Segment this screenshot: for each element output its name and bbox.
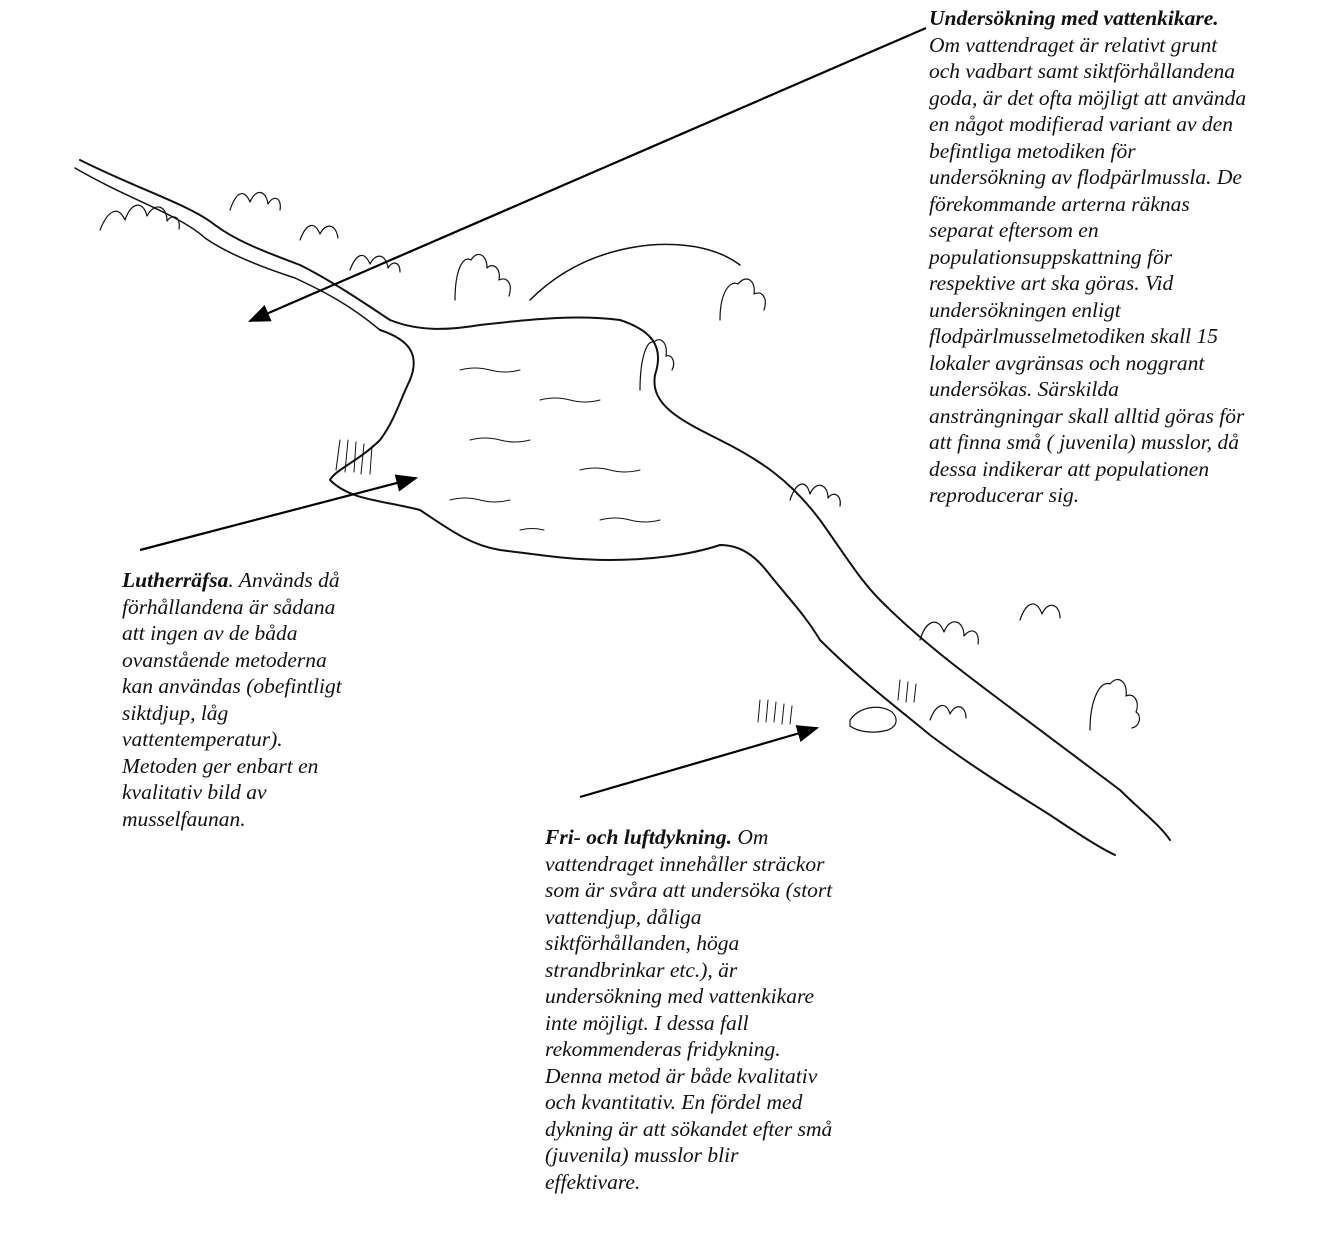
text-line: att finna små ( juvenila) musslor, då [929, 429, 1321, 456]
text-line: Om vattendraget är relativt grunt [929, 32, 1321, 59]
arrow-top-pointer [250, 28, 926, 321]
rock-sketch [850, 707, 896, 732]
bush-sketch [930, 705, 966, 720]
callout-dykning: Fri- och luftdykning. Om vattendraget in… [545, 824, 790, 1195]
text-line: undersökas. Särskilda [929, 376, 1321, 403]
callout-vattenkikare-heading: Undersökning med vattenkikare. [929, 5, 1321, 32]
text-line: en något modifierad variant av den [929, 111, 1321, 138]
text-line: Lutherräfsa. Används då [122, 567, 322, 594]
text-line: Metoden ger enbart en [122, 753, 322, 780]
text-line: att ingen av de båda [122, 620, 322, 647]
text-line: inte möjligt. I dessa fall [545, 1010, 790, 1037]
water-ripple [520, 529, 544, 531]
text-line: förekommande arterna räknas [929, 191, 1321, 218]
bush-sketch [1020, 604, 1060, 620]
water-ripple [580, 468, 640, 472]
water-ripple [450, 498, 510, 502]
callout-lutherrafsa-heading: Lutherräfsa [122, 568, 228, 592]
text-line: dykning är att sökandet efter små [545, 1116, 790, 1143]
bush-sketch [230, 192, 280, 210]
text-line: respektive art ska göras. Vid [929, 270, 1321, 297]
text-line: förhållandena är sådana [122, 594, 322, 621]
text-line: ovanstående metoderna [122, 647, 322, 674]
pool-outline-left [330, 330, 820, 640]
callout-dykning-body: Fri- och luftdykning. Om vattendraget in… [545, 824, 790, 1195]
grass-hatching [758, 700, 792, 724]
text-line: effektivare. [545, 1169, 790, 1196]
text-line-rest: . Används då [228, 568, 339, 592]
text-line: flodpärlmusselmetodiken skall 15 [929, 323, 1321, 350]
text-line: som är svåra att undersöka (stort [545, 877, 790, 904]
bush-sketch [100, 205, 179, 230]
lower-stream-bank-2 [820, 640, 1115, 855]
water-ripple [460, 368, 520, 372]
tree-sketch [455, 254, 510, 300]
background-hill [530, 244, 740, 300]
text-line: vattendjup, dåliga [545, 904, 790, 931]
text-line: siktdjup, låg [122, 700, 322, 727]
callout-vattenkikare-body: Om vattendraget är relativt grunt och va… [929, 32, 1321, 509]
text-line: strandbrinkar etc.), är [545, 957, 790, 984]
text-line: befintliga metodiken för [929, 138, 1321, 165]
tree-sketch [720, 279, 765, 320]
text-line: kvalitativ bild av [122, 779, 322, 806]
text-line: separat eftersom en [929, 217, 1321, 244]
text-line: och vadbart samt siktförhållandena [929, 58, 1321, 85]
arrow-left-pointer [140, 478, 416, 550]
text-line: populationsuppskattning för [929, 244, 1321, 271]
text-line: vattentemperatur). [122, 726, 322, 753]
text-line: undersökning av flodpärlmussla. De [929, 164, 1321, 191]
text-line: undersökning med vattenkikare [545, 983, 790, 1010]
text-line: rekommenderas fridykning. [545, 1036, 790, 1063]
bush-sketch [350, 255, 400, 272]
text-line: reproducerar sig. [929, 482, 1321, 509]
bush-sketch [920, 622, 978, 644]
water-ripple [540, 398, 600, 402]
text-line: siktförhållanden, höga [545, 930, 790, 957]
upper-stream-bank [80, 160, 480, 329]
text-line: ansträngningar skall alltid göras för [929, 403, 1321, 430]
text-line: dessa indikerar att populationen [929, 456, 1321, 483]
callout-lutherrafsa: Lutherräfsa. Används då förhållandena är… [122, 567, 322, 832]
callout-lutherrafsa-body: Lutherräfsa. Används då förhållandena är… [122, 567, 322, 832]
bush-sketch [300, 225, 338, 240]
text-line: musselfaunan. [122, 806, 322, 833]
text-line: och kvantitativ. En fördel med [545, 1089, 790, 1116]
water-ripple [600, 518, 660, 522]
text-line-rest: Om [732, 825, 768, 849]
grass-hatching [898, 680, 916, 702]
text-line: kan användas (obefintligt [122, 673, 322, 700]
text-line: undersökningen enligt [929, 297, 1321, 324]
text-line: vattendraget innehåller sträckor [545, 851, 790, 878]
tree-sketch [1090, 680, 1139, 730]
water-ripple [470, 438, 530, 442]
arrow-bottom-pointer [580, 728, 817, 797]
callout-vattenkikare: Undersökning med vattenkikare. Om vatten… [929, 5, 1321, 509]
text-line: Denna metod är både kvalitativ [545, 1063, 790, 1090]
text-line: Fri- och luftdykning. Om [545, 824, 790, 851]
pool-outline [480, 318, 880, 600]
callout-dykning-heading: Fri- och luftdykning. [545, 825, 732, 849]
lower-stream-bank [880, 600, 1170, 840]
text-line: (juvenila) musslor blir [545, 1142, 790, 1169]
text-line: goda, är det ofta möjligt att använda [929, 85, 1321, 112]
text-line: lokaler avgränsas och noggrant [929, 350, 1321, 377]
upper-stream-bank-2 [75, 168, 380, 330]
